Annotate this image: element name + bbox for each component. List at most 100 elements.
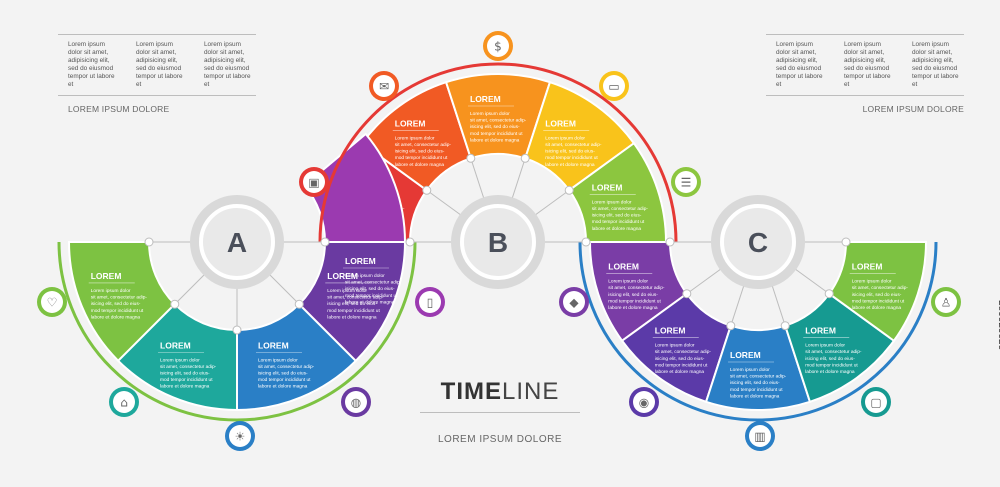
icon-face: [749, 425, 771, 447]
segment-body-line: isicing elit, sed do eius-: [345, 286, 395, 292]
icon-face: [345, 391, 367, 413]
segment-heading: LOREM: [91, 271, 122, 281]
icon-glyph: ▭: [608, 80, 619, 94]
home-icon: ⌂: [109, 387, 139, 417]
note-caption: LOREM IPSUM DOLORE: [862, 104, 964, 114]
hub-label: C: [748, 227, 768, 258]
spoke-node: [726, 321, 736, 331]
segment-heading: LOREM: [592, 182, 623, 192]
hub-inner: [460, 204, 536, 280]
spoke-node: [665, 237, 675, 247]
outer-arc: [578, 241, 938, 422]
segment-body-line: sit amet, consectetur adip-: [91, 295, 148, 301]
icon-glyph: ▣: [308, 176, 319, 190]
outer-arc: [57, 241, 417, 422]
bar-chart-icon: ▥: [745, 421, 775, 451]
corner-note-left: Lorem ipsum dolor sit amet, adipisicing …: [58, 34, 256, 114]
spoke-node: [841, 237, 851, 247]
spoke-node: [520, 153, 530, 163]
segment-a-1: [67, 241, 177, 363]
spoke-node: [466, 153, 476, 163]
signal-icon: ◉: [629, 387, 659, 417]
icon-face: [633, 391, 655, 413]
icon-glyph: ▯: [427, 296, 434, 310]
segment-body-line: isicing elit, sed do eius-: [470, 124, 520, 130]
segment-body-line: labore et dolore magna: [852, 305, 902, 311]
spoke-node: [232, 325, 242, 335]
segment-bridge-ab: [303, 132, 407, 243]
segment-body-line: sit amet, consectetur adip-: [327, 295, 384, 301]
segment-body-line: labore et dolore magna: [608, 305, 658, 311]
note-caption: LOREM IPSUM DOLORE: [68, 104, 170, 114]
segment-heading: LOREM: [805, 326, 836, 336]
segment-body-line: mod tempor incididunt ut: [730, 387, 783, 393]
segment-body-line: isicing elit, sed do eius-: [608, 292, 658, 298]
icon-face: [935, 291, 957, 313]
segment-body-line: labore et dolore magna: [730, 393, 780, 399]
segment-body-line: isicing elit, sed do eius-: [160, 370, 210, 376]
spoke-node: [170, 299, 180, 309]
icon-face: [603, 75, 625, 97]
corner-note-right: Lorem ipsum dolor sit amet, adipisicing …: [766, 34, 964, 114]
segment-body-line: mod tempor incididunt ut: [470, 131, 523, 137]
segment-body-line: labore et dolore magna: [470, 137, 520, 143]
segment-body-line: mod tempor incididunt ut: [608, 298, 661, 304]
icon-face: [113, 391, 135, 413]
person-icon: ♙: [931, 287, 961, 317]
hub-label: A: [227, 227, 247, 258]
title-divider: [420, 412, 580, 413]
icon-glyph: ▢: [870, 396, 881, 410]
segment-body-line: isicing elit, sed do eius-: [852, 292, 902, 298]
note-column: Lorem ipsum dolor sit amet, adipisicing …: [136, 41, 183, 88]
segment-heading: LOREM: [327, 271, 358, 281]
hub-label: B: [488, 227, 508, 258]
icon-face: [303, 171, 325, 193]
note-column: Lorem ipsum dolor sit amet, adipisicing …: [204, 41, 251, 88]
segment-body-line: mod tempor incididunt ut: [327, 308, 380, 314]
segment-body-line: sit amet, consectetur adip-: [160, 364, 217, 370]
icon-face: [229, 425, 251, 447]
segment-a-4: [297, 241, 407, 363]
segment-body-line: Lorem ipsum dolor: [545, 135, 585, 141]
outer-arc: [318, 62, 678, 243]
icon-face: [675, 171, 697, 193]
divider: [766, 34, 964, 35]
note-column: Lorem ipsum dolor sit amet, adipisicing …: [912, 41, 959, 88]
segment-body-line: sit amet, consectetur adip-: [470, 118, 527, 124]
briefcase-icon: ▣: [299, 167, 329, 197]
segment-body-line: mod tempor incididunt ut: [395, 155, 448, 161]
icon-face: [487, 35, 509, 57]
dollar-icon: $: [483, 31, 513, 61]
segment-body-line: Lorem ipsum dolor: [608, 279, 648, 285]
spoke-node: [422, 185, 432, 195]
segment-body-line: Lorem ipsum dolor: [592, 199, 632, 205]
segment-body-line: sit amet, consectetur adip-: [258, 364, 315, 370]
chat-icon: ▢: [861, 387, 891, 417]
icon-glyph: ⌂: [120, 396, 128, 410]
segment-body-line: Lorem ipsum dolor: [395, 135, 435, 141]
spoke-node: [780, 321, 790, 331]
segment-body-line: sit amet, consectetur adip-: [655, 349, 712, 355]
card-icon: ▭: [599, 71, 629, 101]
divider: [58, 34, 256, 35]
segment-body-line: labore et dolore magna: [805, 369, 855, 375]
segment-body-line: isicing elit, sed do eius-: [592, 213, 642, 219]
segment-heading: LOREM: [852, 262, 883, 272]
timeline-title: TIMELINE: [430, 378, 570, 406]
segment-body-line: labore et dolore magna: [327, 314, 377, 320]
spoke-node: [144, 237, 154, 247]
segment-body-line: Lorem ipsum dolor: [470, 111, 510, 117]
segment-body-line: labore et dolore magna: [592, 226, 642, 232]
spoke-node: [405, 237, 415, 247]
envelope-icon: ✉: [369, 71, 399, 101]
segment-heading: LOREM: [730, 350, 761, 360]
segment-body-line: mod tempor incididunt ut: [805, 362, 858, 368]
